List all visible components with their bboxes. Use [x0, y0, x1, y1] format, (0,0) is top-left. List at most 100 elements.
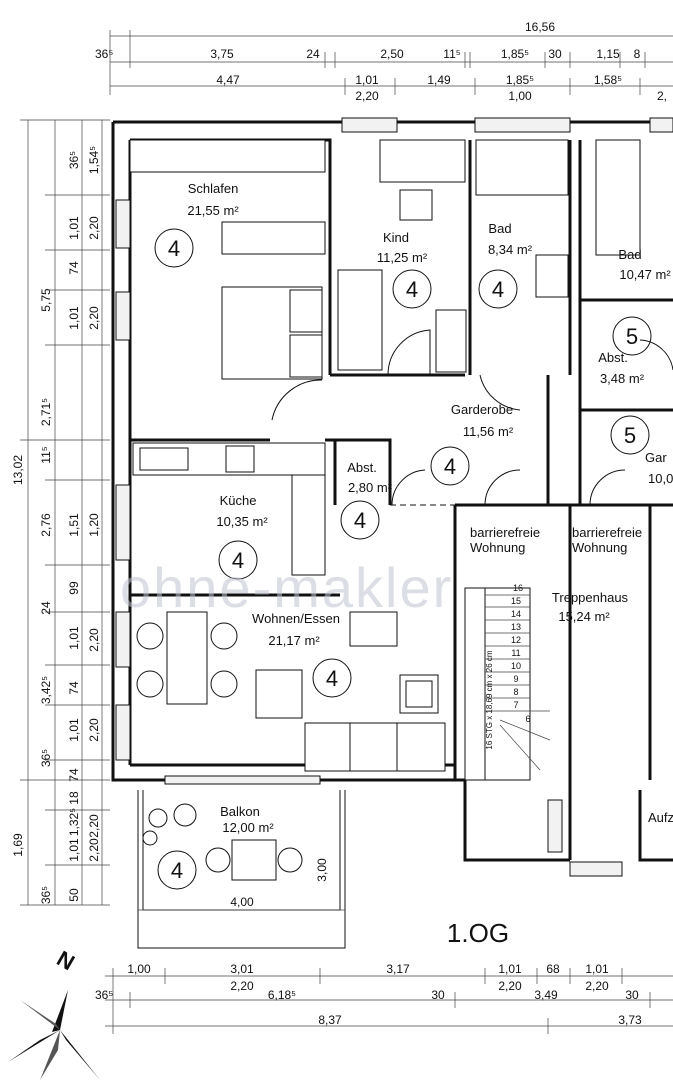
dim-bottom-r2-2: 6,18⁵: [268, 988, 296, 1002]
dim-mid-4: 1,01: [67, 306, 81, 330]
dim-bottom-6b: 2,20: [585, 979, 609, 993]
balcony-depth-dim: 3,00: [315, 858, 329, 882]
dim-inner-9: 2,20: [87, 838, 101, 862]
dim-bottom-r2-1: 36⁵: [95, 988, 113, 1002]
dim-inner-8: 1,01: [67, 838, 81, 862]
dim-bottom-r2-4: 3,49: [534, 988, 558, 1002]
stair-step-13: 13: [511, 622, 521, 632]
room-name-wohnen: Wohnen/Essen: [252, 611, 340, 626]
dim-top-5: 11⁵: [443, 47, 460, 61]
room-name-kind: Kind: [383, 230, 409, 245]
dim-bottom-r2-5: 30: [625, 988, 639, 1002]
dim-left-7: 36⁵: [39, 749, 53, 767]
dim-top-9: 8: [634, 47, 641, 61]
dim-inner-1: 1,54⁵: [87, 146, 101, 174]
dim-left-3: 11⁵: [39, 446, 53, 463]
dim-bottom-2: 3,01: [230, 962, 254, 976]
dim-bottom-2b: 2,20: [230, 979, 254, 993]
dim-inner-6: 2,20: [87, 718, 101, 742]
staircase: 16 15 14 13 12 11 10 9 8 7 6 16 STG x 18…: [464, 583, 551, 781]
dim-bottom-1: 1,00: [127, 962, 151, 976]
stair-step-11: 11: [511, 648, 520, 658]
dim-top-b4: 1,49: [427, 73, 451, 87]
plant-icon: [142, 803, 197, 846]
dim-inner-10: 50: [67, 888, 81, 902]
stair-step-8: 8: [513, 687, 518, 697]
room-area-abst-right: 3,48 m²: [600, 371, 645, 386]
dim-top-4: 2,50: [380, 47, 404, 61]
dim-top-b3: 2,20: [355, 89, 379, 103]
level-kueche: 4: [232, 548, 244, 573]
room-labels: Schlafen 21,55 m² Kind 11,25 m² Bad 8,34…: [187, 181, 673, 835]
room-area-treppenhaus: 15,24 m²: [558, 609, 610, 624]
room-name-abst-right: Abst.: [598, 350, 628, 365]
dim-inner-4: 1,20: [87, 513, 101, 537]
room-area-bad-2: 10,47 m²: [619, 267, 671, 282]
dim-inner-3: 2,20: [87, 306, 101, 330]
dim-top-b7: 1,58⁵: [594, 73, 622, 87]
room-area-schlafen: 21,55 m²: [187, 203, 239, 218]
dim-top-b8: 2,: [657, 89, 667, 103]
level-garderobe-right: 5: [624, 423, 636, 448]
door-label-1-line2: Wohnung: [470, 540, 525, 555]
dim-bottom-r2-3: 30: [431, 988, 445, 1002]
dim-top-b5: 1,85⁵: [506, 73, 534, 87]
room-area-wohnen: 21,17 m²: [268, 633, 320, 648]
dim-mid-1: 36⁵: [67, 151, 81, 169]
dim-inner-7: 2,20: [87, 814, 101, 838]
north-label: N: [53, 946, 79, 976]
bottom-dimensions: 1,00 3,01 2,20 3,17 1,01 2,20 68 1,01 2,…: [95, 962, 673, 1034]
level-wohnen: 4: [326, 666, 338, 691]
dim-top-b6: 1,00: [508, 89, 532, 103]
room-name-bad: Bad: [488, 221, 511, 236]
room-level-markers: 4 4 4 5 5 4 4 4 4 4: [154, 228, 652, 890]
room-area-kind: 11,25 m²: [377, 250, 428, 265]
dim-bottom-r3-1: 8,37: [318, 1013, 342, 1027]
room-name-garderobe-right: Gar: [645, 450, 667, 465]
room-name-bad-2: Bad: [618, 247, 641, 262]
door-label-2-line1: barrierefreie: [572, 525, 642, 540]
dim-top-6: 1,85⁵: [501, 47, 529, 61]
dim-bottom-6: 1,01: [585, 962, 609, 976]
door-label-1-line1: barrierefreie: [470, 525, 540, 540]
room-name-balkon: Balkon: [220, 804, 260, 819]
room-name-aufzug: Aufz: [648, 810, 673, 825]
dim-bottom-3: 3,17: [386, 962, 410, 976]
stair-step-7: 7: [513, 700, 518, 710]
dim-overall-height: 13,02: [11, 455, 25, 485]
top-dimensions: 16,56 36⁵ 3,75 24 2,50 11⁵ 1,85⁵ 30 1,15…: [95, 20, 673, 103]
dim-top-8: 1,15: [596, 47, 620, 61]
dim-bottom-5: 68: [546, 962, 560, 976]
doors[interactable]: [271, 329, 673, 506]
room-area-abst: 2,80 m²: [348, 480, 393, 495]
level-schlafen: 4: [168, 236, 180, 261]
dim-left-2: 2,71⁵: [39, 398, 53, 426]
dim-top-1: 36⁵: [95, 47, 113, 61]
dim-left-4: 2,76: [39, 513, 53, 537]
left-dimensions: 13,02 5,75 2,71⁵ 11⁵ 2,76 24 3,42⁵ 36⁵ 1…: [11, 119, 110, 906]
room-area-garderobe-right: 10,0: [648, 471, 673, 486]
dim-mid-13: 36⁵: [39, 886, 53, 904]
dim-mid-6: 99: [67, 581, 81, 595]
windows: [115, 117, 673, 877]
dim-bottom-r3-2: 3,73: [618, 1013, 642, 1027]
room-name-kueche: Küche: [220, 493, 257, 508]
dim-inner-2: 2,20: [87, 216, 101, 240]
dim-left-8: 1,69: [11, 833, 25, 857]
dim-mid-11: 1,32⁵: [67, 808, 81, 836]
north-arrow-icon: N: [8, 946, 100, 1080]
dim-mid-7: 1,01: [67, 626, 81, 650]
room-area-garderobe: 11,56 m²: [463, 424, 514, 439]
level-kind: 4: [406, 277, 418, 302]
dim-left-1: 5,75: [39, 288, 53, 312]
dim-mid-9: 1,01: [67, 718, 81, 742]
dim-overall-width: 16,56: [525, 20, 555, 34]
room-name-abst: Abst.: [347, 460, 377, 475]
room-name-garderobe: Garderobe: [451, 402, 513, 417]
stair-step-12: 12: [511, 635, 521, 645]
stair-step-15: 15: [511, 596, 521, 606]
dim-bottom-4b: 2,20: [498, 979, 522, 993]
level-balkon: 4: [171, 858, 183, 883]
room-name-treppenhaus: Treppenhaus: [552, 590, 629, 605]
